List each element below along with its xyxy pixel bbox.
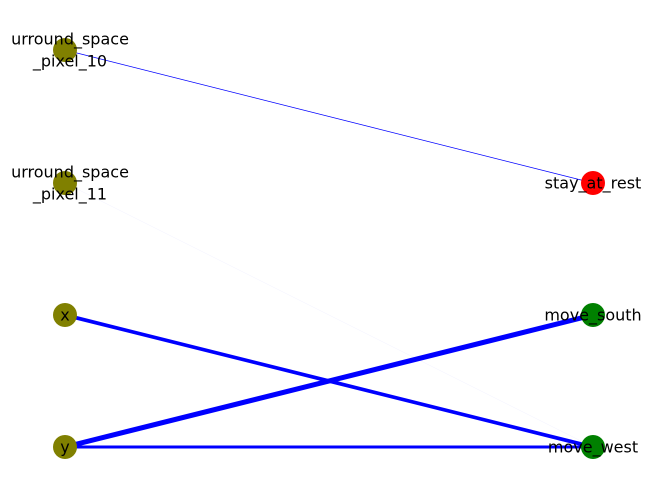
node-surround_space_pixel_10 [53,38,77,62]
node-label-line: stay_at_rest [545,174,642,194]
labels-layer: urround_space_pixel_10urround_space_pixe… [11,30,642,458]
node-label-line: move_west [548,438,638,458]
nodes-layer [53,38,605,459]
node-label-x: x [60,306,69,325]
node-label-surround_space_pixel_10: urround_space_pixel_10 [11,30,129,72]
node-x [53,303,77,327]
edge-surround_space_pixel_10-to-stay_at_rest [64,49,594,184]
node-label-y: y [60,438,69,457]
node-label-line: urround_space [11,163,129,183]
node-label-line: _pixel_11 [32,185,107,205]
node-label-surround_space_pixel_11: urround_space_pixel_11 [11,163,129,205]
node-y [53,435,77,459]
node-label-line: y [60,438,69,457]
node-move_south [581,303,605,327]
edge-y-to-move_south [64,312,594,450]
node-stay_at_rest [581,171,605,195]
node-label-stay_at_rest: stay_at_rest [545,174,642,194]
node-label-line: urround_space [11,30,129,50]
node-label-line: move_south [544,306,641,326]
node-label-move_south: move_south [544,306,641,326]
node-label-line: _pixel_10 [32,52,107,72]
node-label-line: x [60,306,69,325]
edges-layer [64,49,594,450]
node-move_west [581,435,605,459]
edge-surround_space_pixel_11-to-move_west [64,182,594,448]
node-surround_space_pixel_11 [53,171,77,195]
node-label-move_west: move_west [548,438,638,458]
